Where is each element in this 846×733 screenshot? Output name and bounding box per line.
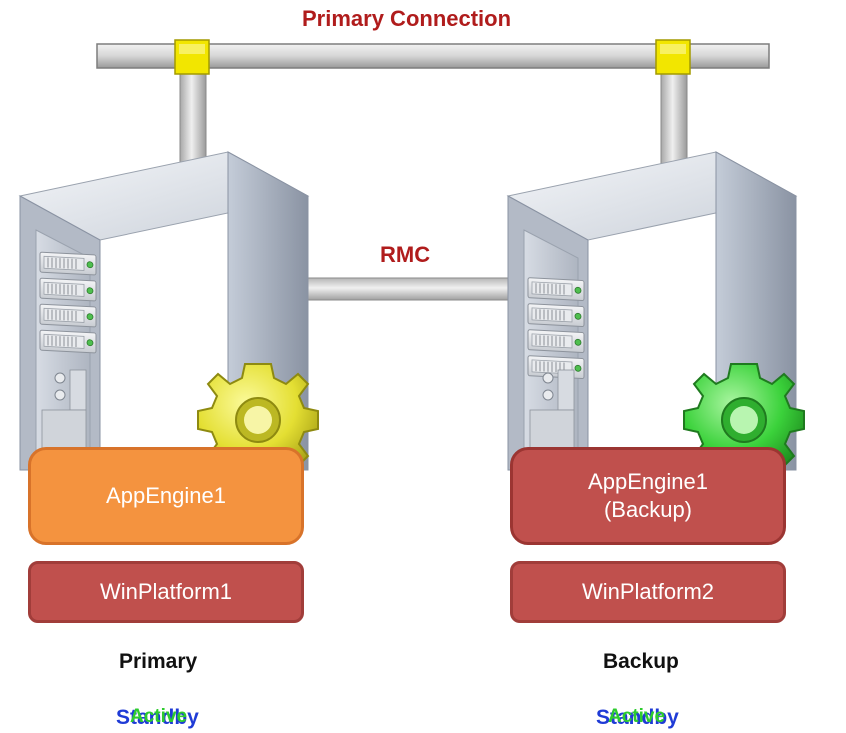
- primary-role-label: Primary: [119, 650, 198, 673]
- backup-drop-pipe: [660, 65, 688, 167]
- primary-status-active: Active: [130, 706, 188, 727]
- backup-bus-connector-icon: [655, 39, 691, 75]
- backup-status-active: Active: [608, 706, 666, 727]
- rmc-label: RMC: [380, 242, 431, 267]
- primary-appengine-label: AppEngine1: [106, 483, 226, 508]
- backup-appengine-label-line2: (Backup): [603, 497, 693, 522]
- backup-appengine-box[interactable]: AppEngine1 (Backup): [510, 447, 786, 545]
- primary-gear-icon: [197, 363, 319, 477]
- primary-appengine-box[interactable]: AppEngine1: [28, 447, 304, 545]
- backup-appengine-label-line1: AppEngine1: [588, 469, 708, 494]
- primary-platform-box[interactable]: WinPlatform1: [28, 561, 304, 623]
- backup-platform-box[interactable]: WinPlatform2: [510, 561, 786, 623]
- primary-drop-pipe: [179, 65, 207, 167]
- primary-platform-label: WinPlatform1: [99, 579, 233, 604]
- backup-status-standby: Standby: [596, 706, 679, 729]
- primary-connection-label: Primary Connection: [302, 6, 512, 31]
- rmc-link: [307, 277, 515, 301]
- backup-platform-label: WinPlatform2: [581, 579, 715, 604]
- backup-gear-icon: [683, 363, 805, 477]
- primary-bus-connector-icon: [174, 39, 210, 75]
- primary-status-standby: Standby: [116, 706, 199, 729]
- backup-role-label: Backup: [603, 650, 679, 673]
